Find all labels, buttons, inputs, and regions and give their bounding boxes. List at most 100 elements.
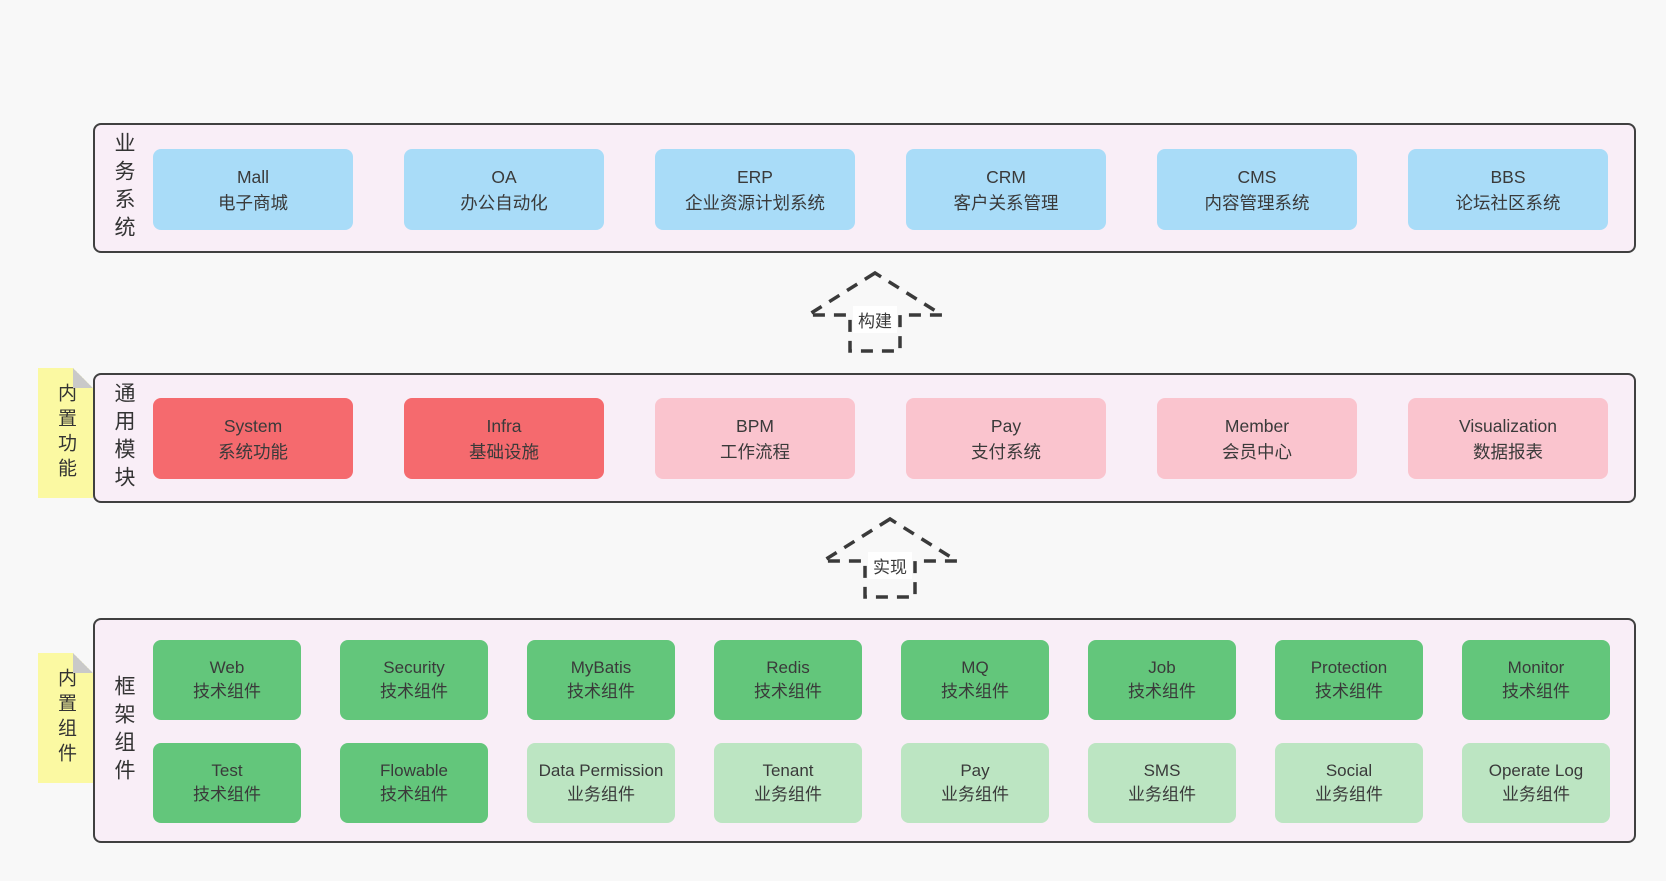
note-text: 内置功能	[55, 383, 76, 483]
box-title: Job	[1148, 658, 1176, 677]
box-subtitle: 技术组件	[567, 682, 635, 701]
box-title: Web	[209, 658, 245, 677]
box-title: Social	[1325, 761, 1373, 780]
box-title: Tenant	[762, 761, 814, 780]
box-title: System	[223, 415, 283, 436]
box-title: Operate Log	[1488, 761, 1584, 780]
box-system: System 系统功能	[153, 398, 353, 479]
box-subtitle: 技术组件	[193, 785, 261, 804]
up-arrow-icon	[820, 516, 960, 599]
box-title: Visualization	[1459, 415, 1557, 436]
box-bpm: BPM 工作流程	[655, 398, 855, 479]
box-title: Security	[383, 658, 445, 677]
framework-components-grid: Web 技术组件 Security 技术组件 MyBatis 技术组件 Redi…	[153, 640, 1610, 823]
layer-common-modules: 通用模块 System 系统功能 Infra 基础设施 BPM 工作流程 Pay…	[93, 373, 1636, 503]
box-subtitle: 技术组件	[754, 682, 822, 701]
box-subtitle: 内容管理系统	[1204, 192, 1310, 213]
box-subtitle: 技术组件	[941, 682, 1009, 701]
box-title: MyBatis	[570, 658, 632, 677]
box-subtitle: 数据报表	[1473, 441, 1543, 462]
box-title: Redis	[766, 658, 810, 677]
box-subtitle: 系统功能	[218, 441, 288, 462]
box-subtitle: 技术组件	[193, 682, 261, 701]
box-title: Protection	[1310, 658, 1388, 677]
box-subtitle: 电子商城	[218, 192, 288, 213]
box-subtitle: 会员中心	[1222, 441, 1292, 462]
box-subtitle: 工作流程	[720, 441, 790, 462]
box-cms: CMS 内容管理系统	[1157, 149, 1357, 230]
box-title: SMS	[1143, 761, 1181, 780]
note-fold-corner	[73, 368, 93, 388]
box-title: Member	[1224, 415, 1290, 436]
box-title: ERP	[737, 166, 773, 187]
box-title: CMS	[1237, 166, 1277, 187]
box-title: Data Permission	[538, 761, 664, 780]
box-subtitle: 业务组件	[567, 785, 635, 804]
box-pay-component: Pay 业务组件	[901, 743, 1049, 823]
box-title: Mall	[236, 166, 270, 187]
box-subtitle: 论坛社区系统	[1455, 192, 1561, 213]
box-flowable: Flowable 技术组件	[340, 743, 488, 823]
box-operate-log: Operate Log 业务组件	[1462, 743, 1610, 823]
box-protection: Protection 技术组件	[1275, 640, 1423, 720]
box-oa: OA 办公自动化	[404, 149, 604, 230]
box-subtitle: 技术组件	[1128, 682, 1196, 701]
box-subtitle: 技术组件	[380, 785, 448, 804]
up-arrow-icon	[805, 270, 945, 353]
box-test: Test 技术组件	[153, 743, 301, 823]
box-member: Member 会员中心	[1157, 398, 1357, 479]
box-subtitle: 业务组件	[941, 785, 1009, 804]
box-subtitle: 支付系统	[971, 441, 1041, 462]
layer-label-framework-components: 框架组件	[112, 674, 135, 787]
box-bbs: BBS 论坛社区系统	[1408, 149, 1608, 230]
box-title: BPM	[736, 415, 774, 436]
box-tenant: Tenant 业务组件	[714, 743, 862, 823]
box-title: Flowable	[379, 761, 449, 780]
box-title: MQ	[961, 658, 989, 677]
build-arrow-label: 构建	[853, 306, 897, 333]
box-redis: Redis 技术组件	[714, 640, 862, 720]
box-subtitle: 业务组件	[1128, 785, 1196, 804]
layer-framework-components: 框架组件 Web 技术组件 Security 技术组件 MyBatis 技术组件…	[93, 618, 1636, 843]
note-fold-corner	[73, 653, 93, 673]
box-sms: SMS 业务组件	[1088, 743, 1236, 823]
box-infra: Infra 基础设施	[404, 398, 604, 479]
box-crm: CRM 客户关系管理	[906, 149, 1106, 230]
box-subtitle: 业务组件	[754, 785, 822, 804]
box-title: OA	[491, 166, 517, 187]
box-subtitle: 技术组件	[1502, 682, 1570, 701]
note-text: 内置组件	[55, 668, 76, 768]
layer-business-systems: 业务系统 Mall 电子商城 OA 办公自动化 ERP 企业资源计划系统 CRM…	[93, 123, 1636, 253]
box-security: Security 技术组件	[340, 640, 488, 720]
build-arrow: 构建	[805, 270, 945, 354]
box-erp: ERP 企业资源计划系统	[655, 149, 855, 230]
box-subtitle: 基础设施	[469, 441, 539, 462]
box-title: CRM	[986, 166, 1026, 187]
box-mybatis: MyBatis 技术组件	[527, 640, 675, 720]
box-title: Pay	[960, 761, 990, 780]
box-monitor: Monitor 技术组件	[1462, 640, 1610, 720]
box-subtitle: 办公自动化	[460, 192, 548, 213]
common-modules-row: System 系统功能 Infra 基础设施 BPM 工作流程 Pay 支付系统…	[153, 398, 1608, 479]
note-built-in-components: 内置组件	[38, 653, 93, 783]
box-title: Pay	[990, 415, 1022, 436]
box-title: Infra	[486, 415, 522, 436]
implement-arrow-label: 实现	[868, 552, 912, 579]
box-title: BBS	[1490, 166, 1526, 187]
box-web: Web 技术组件	[153, 640, 301, 720]
box-subtitle: 企业资源计划系统	[685, 192, 825, 213]
box-subtitle: 客户关系管理	[953, 192, 1059, 213]
note-built-in-features: 内置功能	[38, 368, 93, 498]
layer-label-business-systems: 业务系统	[112, 132, 135, 244]
box-data-permission: Data Permission 业务组件	[527, 743, 675, 823]
implement-arrow: 实现	[820, 516, 960, 600]
box-subtitle: 业务组件	[1315, 785, 1383, 804]
box-social: Social 业务组件	[1275, 743, 1423, 823]
box-pay-module: Pay 支付系统	[906, 398, 1106, 479]
box-title: Monitor	[1507, 658, 1565, 677]
box-title: Test	[211, 761, 243, 780]
box-subtitle: 技术组件	[1315, 682, 1383, 701]
box-job: Job 技术组件	[1088, 640, 1236, 720]
box-subtitle: 技术组件	[380, 682, 448, 701]
